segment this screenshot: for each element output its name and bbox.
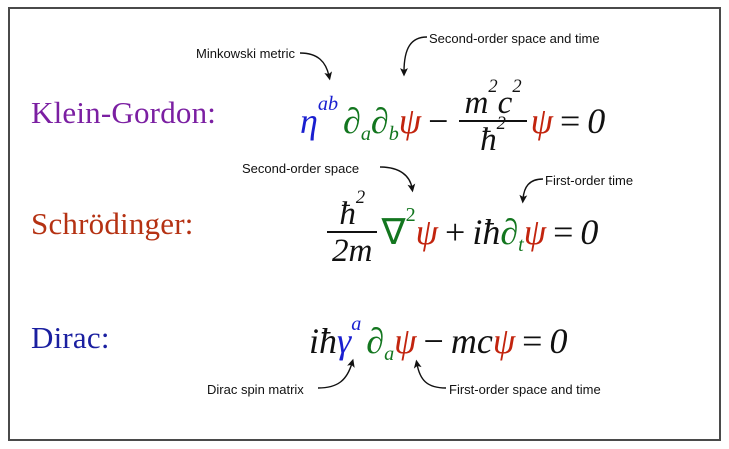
fraction-numerator: ħ2: [339, 187, 366, 232]
partial-index-a: a: [360, 123, 371, 146]
hbar-symbol: ħ: [482, 212, 501, 253]
annotation-dirac-spin-matrix: Dirac spin matrix: [207, 382, 304, 397]
c-exponent: 2: [512, 76, 522, 98]
annotation-second-order-space: Second-order space: [242, 161, 360, 176]
psi-symbol-1: ψ: [415, 212, 438, 253]
nabla-exponent: 2: [405, 204, 416, 227]
equals-operator: =: [559, 101, 581, 142]
annotation-first-order-time: First-order time: [545, 173, 634, 188]
partial-index-a: a: [384, 343, 395, 366]
fraction-numerator: m2c2: [464, 76, 522, 121]
fraction-bar: [459, 120, 527, 123]
zero-value: 0: [587, 101, 606, 142]
hbar-exponent: 2: [496, 113, 506, 135]
equals-operator: =: [553, 212, 574, 253]
klein-gordon-equation: ηab ∂a ∂b ψ − m2c2 ħ2 ψ = 0: [300, 76, 606, 159]
fraction-denominator: ħ2: [480, 113, 506, 159]
imaginary-unit: i: [472, 212, 483, 253]
partial-derivative-b: ∂b: [370, 101, 399, 146]
mass-term-fraction: m2c2 ħ2: [459, 76, 527, 159]
equals-operator: =: [522, 321, 543, 361]
partial-derivative-a: ∂a: [343, 101, 371, 146]
psi-symbol-2: ψ: [492, 321, 516, 361]
plus-operator: +: [445, 212, 466, 253]
partial-derivative-t: ∂t: [500, 212, 524, 257]
dirac-equation: i ħ γa ∂a ψ − mc ψ = 0: [309, 313, 568, 366]
fraction-denominator: 2m: [332, 232, 373, 270]
eta-indices: ab: [317, 93, 339, 116]
hbar-exponent: 2: [355, 187, 366, 209]
gamma-matrix-symbol: γa: [337, 313, 362, 361]
annotation-first-order-space-and-time: First-order space and time: [449, 382, 601, 397]
psi-symbol-1: ψ: [394, 321, 417, 361]
klein-gordon-label: Klein-Gordon:: [31, 95, 217, 130]
psi-symbol-2: ψ: [523, 212, 547, 253]
partial-derivative-a: ∂a: [366, 321, 395, 366]
zero-value: 0: [549, 321, 568, 361]
schrodinger-equation: ħ2 2m ∇2 ψ + i ħ ∂t ψ = 0: [323, 187, 599, 270]
fraction-bar: [327, 231, 378, 234]
dirac-label: Dirac:: [31, 320, 110, 355]
partial-index-t: t: [518, 234, 524, 257]
mass-times-c: mc: [450, 321, 493, 361]
annotation-minkowski-metric: Minkowski metric: [196, 46, 295, 61]
schrodinger-label: Schrödinger:: [31, 206, 194, 241]
eta-symbol: ηab: [300, 93, 339, 142]
hbar-over-2m-fraction: ħ2 2m: [327, 187, 378, 270]
annotation-second-order-space-and-time: Second-order space and time: [429, 31, 600, 46]
minus-operator: −: [428, 101, 449, 142]
minus-operator: −: [423, 321, 444, 361]
nabla-squared-symbol: ∇2: [381, 204, 416, 253]
imaginary-unit: i: [309, 321, 320, 361]
hbar-symbol: ħ: [319, 321, 338, 361]
psi-symbol-1: ψ: [398, 101, 422, 142]
zero-value: 0: [580, 212, 599, 253]
m-exponent: 2: [488, 76, 498, 98]
psi-symbol-2: ψ: [530, 101, 553, 142]
gamma-index: a: [351, 313, 362, 336]
partial-index-b: b: [388, 123, 399, 146]
figure-border: [8, 7, 721, 441]
